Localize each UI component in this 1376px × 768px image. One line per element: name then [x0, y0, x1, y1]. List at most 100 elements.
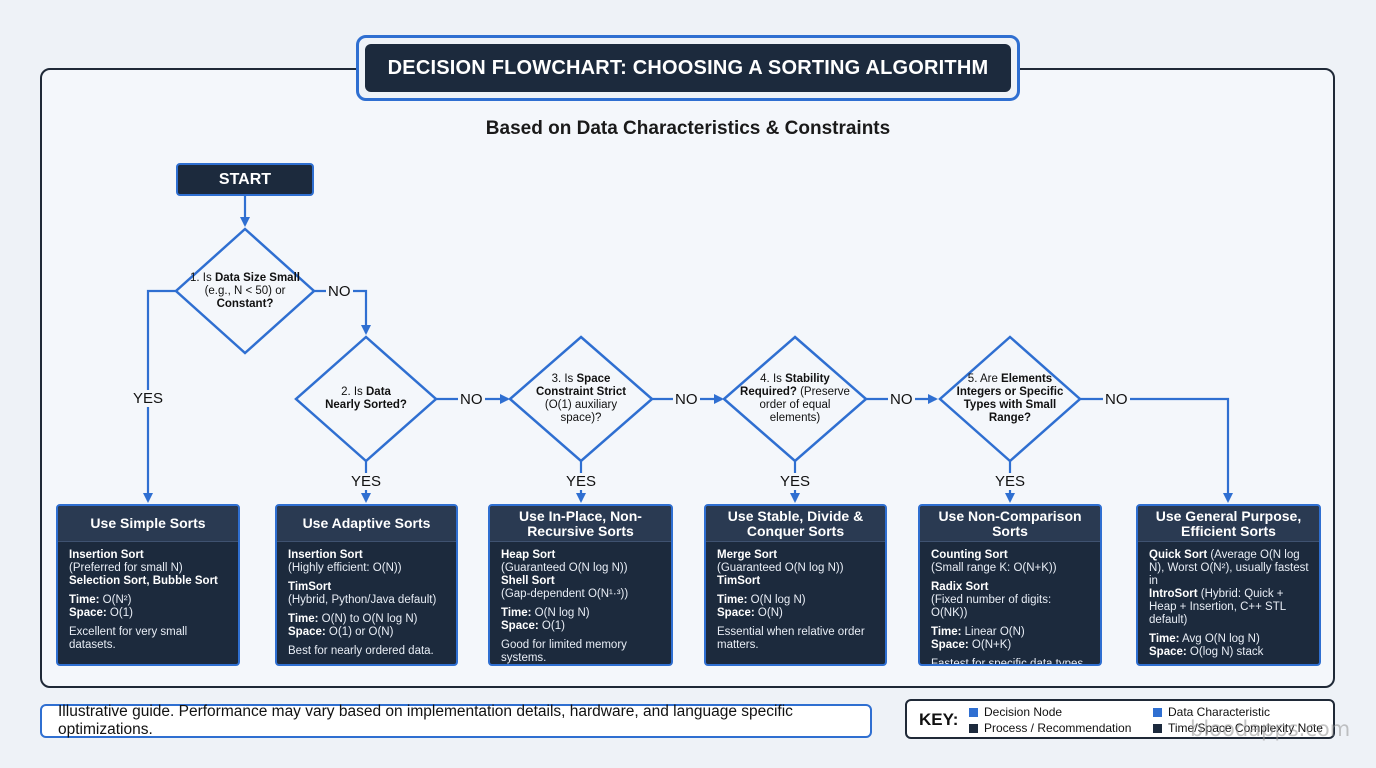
card-body: Insertion Sort(Preferred for small N)Sel… [58, 542, 238, 652]
card-line-bold: Space: [69, 607, 107, 619]
card-line: Merge Sort [717, 549, 875, 562]
card-line-text: (Gap-dependent O(N¹·³)) [501, 588, 629, 600]
swatch-dark-icon [1153, 723, 1162, 733]
card-body: Quick Sort (Average O(N log N), Worst O(… [1138, 542, 1319, 666]
card-line: Space: O(N+K) [931, 639, 1090, 652]
decision-text-2: 2. Is Data Nearly Sorted? [325, 386, 407, 411]
card-body: Insertion Sort(Highly efficient: O(N)) Ti… [277, 542, 456, 658]
card-line-bold: Merge Sort [717, 549, 778, 561]
card-line-bold: TimSort [717, 575, 761, 587]
decision-diamond-3 [508, 335, 654, 463]
decision-diamond-5 [938, 335, 1082, 463]
card-line-text: (Guaranteed O(N log N)) [717, 562, 844, 574]
card-line: Space: O(1) [69, 607, 228, 620]
card-line: Good for limited memory systems. [501, 639, 661, 664]
legend-key: KEY: Decision Node Data Characteristic P… [905, 699, 1335, 739]
card-line: (Highly efficient: O(N)) [288, 562, 446, 575]
card-line-text: (Fixed number of digits: O(NK)) [931, 594, 1052, 619]
swatch-dark-icon [969, 723, 978, 733]
card-line: TimSort [288, 581, 446, 594]
card-line-text: O(N) [754, 607, 783, 619]
card-line: Insertion Sort [69, 549, 228, 562]
card-line-text: Best general performance. [1149, 665, 1285, 666]
card-title: Use Simple Sorts [58, 506, 238, 542]
decision-text-1: 1. Is Data Size Small (e.g., N < 50) or … [190, 271, 300, 310]
card-line: Space: O(log N) stack [1149, 646, 1309, 659]
label-yes-3: YES [564, 473, 599, 490]
card-title: Use Adaptive Sorts [277, 506, 456, 542]
label-yes-1: YES [131, 390, 166, 407]
card-line-text: O(N log N) [531, 607, 590, 619]
card-line: Insertion Sort [288, 549, 446, 562]
decision-diamond-4 [722, 335, 868, 463]
key-item-process: Process / Recommendation [969, 721, 1131, 735]
card-line-bold: Counting Sort [931, 549, 1008, 561]
card-line-text: O(N log N) [747, 594, 806, 606]
label-no-5: NO [1103, 391, 1130, 408]
card-line: (Preferred for small N) [69, 562, 228, 575]
card-line: Time: O(N²) [69, 594, 228, 607]
card-line-text: O(N) to O(N log N) [318, 613, 418, 625]
decision-text-4: 4. Is Stability Required? (Preserve orde… [740, 373, 850, 424]
card-line: Time: O(N) to O(N log N) [288, 613, 446, 626]
card-line-text: (Hybrid: Quick + Heap + Insertion, C++ S… [1149, 588, 1286, 626]
card-line: Quick Sort (Average O(N log N), Worst O(… [1149, 549, 1309, 588]
card-line-bold: Quick Sort [1149, 549, 1208, 561]
card-line-bold: IntroSort [1149, 588, 1198, 600]
footnote: Illustrative guide. Performance may vary… [40, 703, 872, 738]
card-title: Use In-Place, Non-Recursive Sorts [490, 506, 671, 542]
decision-diamond-1 [174, 227, 316, 355]
card-line-text: O(log N) stack [1186, 646, 1264, 658]
label-no-2: NO [458, 391, 485, 408]
label-yes-5: YES [993, 473, 1028, 490]
card-line-bold: Shell Sort [501, 575, 555, 587]
card-line-bold: Space: [931, 639, 969, 651]
card-line: Fastest for specific data types. [931, 658, 1090, 664]
card-line: TimSort [717, 575, 875, 588]
card-body: Heap Sort(Guaranteed O(N log N))Shell So… [490, 542, 671, 664]
card-line: (Hybrid, Python/Java default) [288, 594, 446, 607]
decision-text-5: 5. Are Elements Integers or Specific Typ… [956, 373, 1064, 424]
card-title: Use Non-Comparison Sorts [920, 506, 1100, 542]
card-line-bold: Time: [1149, 633, 1180, 645]
label-no-1: NO [326, 283, 353, 300]
watermark: bloodapps.com [1190, 717, 1351, 741]
card-body: Counting Sort(Small range K: O(N+K)) Radi… [920, 542, 1100, 664]
card-line: Selection Sort, Bubble Sort [69, 575, 228, 588]
card-line-bold: Heap Sort [501, 549, 556, 561]
card-line-text: (Average O(N log N), Worst O(N²), usuall… [1149, 549, 1309, 587]
card-line: Time: O(N log N) [501, 607, 661, 620]
card-line: Space: O(1) or O(N) [288, 626, 446, 639]
key-title: KEY: [919, 710, 959, 729]
card-line-bold: Time: [69, 594, 100, 606]
page-subtitle: Based on Data Characteristics & Constrai… [485, 118, 891, 139]
label-no-3: NO [673, 391, 700, 408]
card-line-bold: Insertion Sort [288, 549, 363, 561]
card-line-text: (Guaranteed O(N log N)) [501, 562, 628, 574]
connector-d1-yes [143, 289, 176, 503]
card-line: (Small range K: O(N+K)) [931, 562, 1090, 575]
card-line: (Fixed number of digits: O(NK)) [931, 594, 1090, 620]
swatch-blue-icon [1153, 707, 1162, 717]
card-line: Radix Sort [931, 581, 1090, 594]
card-line-text: Essential when relative order matters. [717, 626, 865, 651]
card-line-bold: Space: [1149, 646, 1187, 658]
card-line: (Guaranteed O(N log N)) [717, 562, 875, 575]
card-line-bold: Time: [288, 613, 319, 625]
card-line: Excellent for very small datasets. [69, 626, 228, 652]
label-no-4: NO [888, 391, 915, 408]
card-line-bold: Radix Sort [931, 581, 989, 593]
label-yes-4: YES [778, 473, 813, 490]
card-line-text: O(N²) [99, 594, 132, 606]
card-line: Best for nearly ordered data. [288, 645, 446, 658]
card-line-text: (Hybrid, Python/Java default) [288, 594, 437, 606]
card-line-bold: TimSort [288, 581, 332, 593]
card-line: Best general performance. [1149, 665, 1309, 666]
card-line: Counting Sort [931, 549, 1090, 562]
connector-d5-no [1080, 397, 1233, 503]
card-line-text: Linear O(N) [961, 626, 1025, 638]
